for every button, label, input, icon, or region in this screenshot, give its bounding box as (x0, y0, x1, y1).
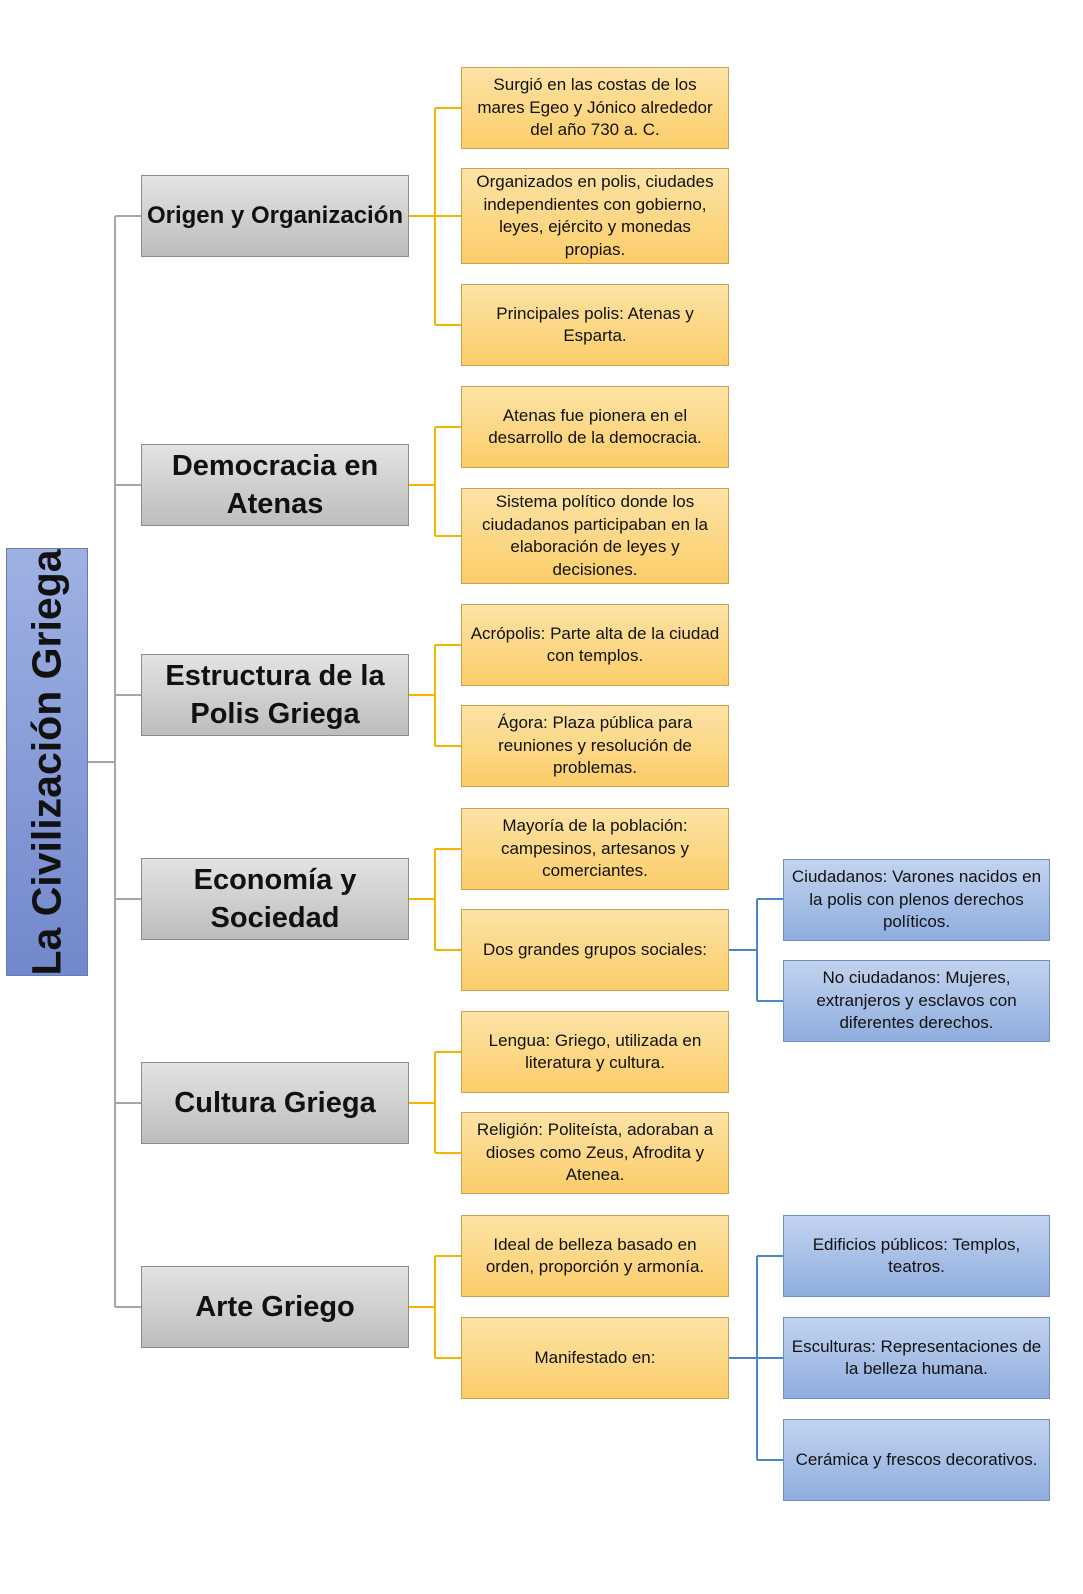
leaf-estructura-2: Ágora: Plaza pública para reuniones y re… (461, 705, 729, 787)
leaf-text: Ideal de belleza basado en orden, propor… (485, 1234, 705, 1277)
leaf-text: Acrópolis: Parte alta de la ciudad con t… (470, 623, 720, 666)
root-node: La Civilización Griega (6, 548, 88, 976)
category-label: Arte Griego (195, 1291, 355, 1323)
leaf-arte-2: Manifestado en: (461, 1317, 729, 1399)
category-label: Estructura de la Polis Griega (165, 660, 385, 730)
sub-text: Esculturas: Representaciones de la belle… (791, 1336, 1042, 1379)
sub-text: Edificios públicos: Templos, teatros. (812, 1234, 1021, 1277)
category-democracia: Democracia en Atenas (141, 444, 409, 526)
leaf-origen-2: Organizados en polis, ciudades independi… (461, 168, 729, 264)
leaf-text: Dos grandes grupos sociales: (483, 939, 707, 959)
leaf-origen-1: Surgió en las costas de los mares Egeo y… (461, 67, 729, 149)
leaf-text: Manifestado en: (534, 1347, 656, 1367)
sub-edificios: Edificios públicos: Templos, teatros. (783, 1215, 1050, 1297)
sub-no-ciudadanos: No ciudadanos: Mujeres, extranjeros y es… (783, 960, 1050, 1042)
category-label: Origen y Organización (146, 202, 404, 229)
leaf-text: Surgió en las costas de los mares Egeo y… (477, 75, 713, 140)
category-label: Economía y Sociedad (193, 864, 357, 934)
leaf-arte-1: Ideal de belleza basado en orden, propor… (461, 1215, 729, 1297)
category-connectors (409, 107, 461, 1359)
leaf-text: Principales polis: Atenas y Esparta. (496, 303, 694, 346)
leaf-text: Ágora: Plaza pública para reuniones y re… (497, 713, 693, 778)
category-economia-sociedad: Economía y Sociedad (141, 858, 409, 940)
leaf-estructura-1: Acrópolis: Parte alta de la ciudad con t… (461, 604, 729, 686)
leaf-text: Lengua: Griego, utilizada en literatura … (488, 1030, 702, 1073)
category-origen-organizacion: Origen y Organización (141, 175, 409, 257)
sub-text: Cerámica y frescos decorativos. (795, 1449, 1038, 1469)
leaf-origen-3: Principales polis: Atenas y Esparta. (461, 284, 729, 366)
leaf-text: Mayoría de la población: campesinos, art… (500, 816, 690, 881)
sub-ciudadanos: Ciudadanos: Varones nacidos en la polis … (783, 859, 1050, 941)
leaf-text: Religión: Politeísta, adoraban a dioses … (476, 1120, 714, 1185)
category-estructura-polis: Estructura de la Polis Griega (141, 654, 409, 736)
category-label: Democracia en Atenas (171, 450, 379, 520)
leaf-text: Sistema político donde los ciudadanos pa… (482, 492, 708, 579)
sub-connectors (729, 898, 783, 1461)
category-cultura: Cultura Griega (141, 1062, 409, 1144)
root-title: La Civilización Griega (23, 548, 70, 976)
sub-esculturas: Esculturas: Representaciones de la belle… (783, 1317, 1050, 1399)
leaf-text: Atenas fue pionera en el desarrollo de l… (488, 405, 702, 448)
root-connectors (88, 215, 141, 1308)
leaf-cultura-2: Religión: Politeísta, adoraban a dioses … (461, 1112, 729, 1194)
leaf-cultura-1: Lengua: Griego, utilizada en literatura … (461, 1011, 729, 1093)
leaf-democracia-1: Atenas fue pionera en el desarrollo de l… (461, 386, 729, 468)
sub-text: No ciudadanos: Mujeres, extranjeros y es… (816, 968, 1017, 1033)
leaf-text: Organizados en polis, ciudades independi… (476, 172, 714, 259)
leaf-economia-1: Mayoría de la población: campesinos, art… (461, 808, 729, 890)
sub-ceramica: Cerámica y frescos decorativos. (783, 1419, 1050, 1501)
category-label: Cultura Griega (174, 1087, 376, 1119)
sub-text: Ciudadanos: Varones nacidos en la polis … (791, 867, 1042, 932)
leaf-economia-2: Dos grandes grupos sociales: (461, 909, 729, 991)
category-arte: Arte Griego (141, 1266, 409, 1348)
leaf-democracia-2: Sistema político donde los ciudadanos pa… (461, 488, 729, 584)
